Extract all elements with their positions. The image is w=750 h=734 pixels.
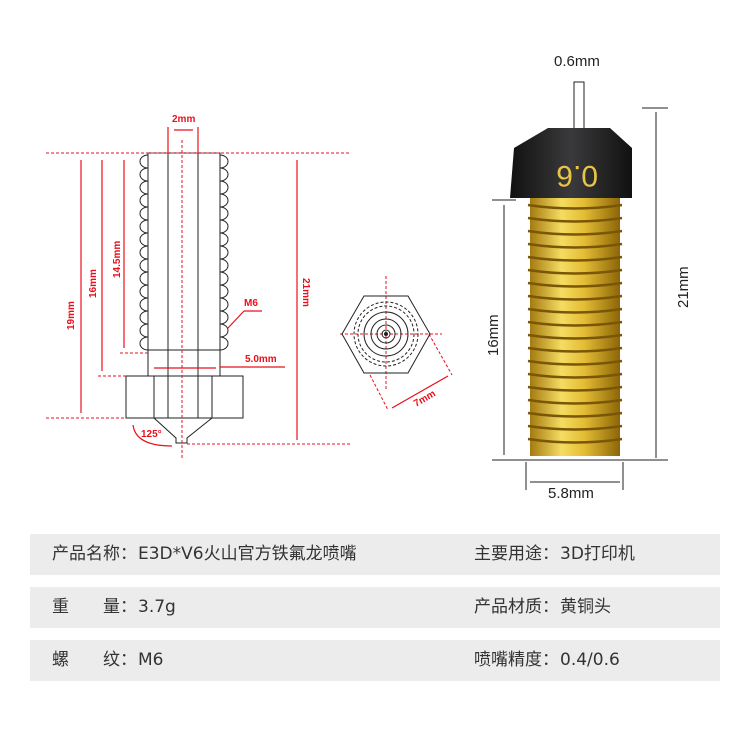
spec-value: 0.4/0.6: [560, 650, 620, 670]
thread-crest: [139, 284, 149, 299]
spec-value: 3.7g: [138, 597, 176, 617]
thread-crest: [219, 336, 229, 351]
spec-row: 重 量： 3.7g 产品材质： 黄铜头: [30, 587, 720, 628]
thread-crest: [219, 180, 229, 195]
dim-thread-width: 5.8mm: [548, 485, 594, 502]
spec-label: 喷嘴精度：: [474, 650, 559, 670]
thread-crest: [139, 232, 149, 247]
thread-crest: [139, 219, 149, 234]
thread-crest: [219, 232, 229, 247]
dim-7mm: 7mm: [412, 388, 438, 409]
spec-value: 3D打印机: [560, 544, 635, 564]
thread-crest: [219, 271, 229, 286]
thread-crest: [219, 310, 229, 325]
dim-2mm: 2mm: [172, 114, 195, 125]
dim-5mm: 5.0mm: [245, 354, 277, 365]
dim-21mm: 21mm: [300, 278, 311, 307]
spec-label: 产品名称：: [52, 544, 137, 564]
thread-crest: [219, 284, 229, 299]
thread-groove: [527, 385, 623, 392]
thread-groove: [527, 255, 623, 262]
dim-14-5mm: 14.5mm: [112, 241, 123, 278]
spec-value: 黄铜头: [560, 597, 611, 617]
thread-crest: [219, 167, 229, 182]
dim-angle: 125°: [141, 429, 162, 440]
spec-label: 产品材质：: [474, 597, 559, 617]
thread-crest: [139, 245, 149, 260]
thread-crest: [139, 258, 149, 273]
nozzle-marking: 0.6: [556, 159, 598, 192]
thread-groove: [527, 216, 623, 223]
spec-row: 产品名称： E3D*V6火山官方铁氟龙喷嘴 主要用途： 3D打印机: [30, 534, 720, 575]
thread-crest: [139, 323, 149, 338]
dim-total-length: 21mm: [675, 266, 692, 308]
spec-label: 主要用途：: [474, 544, 559, 564]
thread-crest: [219, 219, 229, 234]
thread-groove: [527, 346, 623, 353]
thread-groove: [527, 203, 623, 210]
thread-crest: [139, 310, 149, 325]
technical-drawing: 2mm M6 5.0mm 125° 19mm 16mm 14.5mm 21mm …: [46, 53, 692, 502]
thread-crest: [139, 206, 149, 221]
dim-19mm: 19mm: [66, 301, 77, 330]
thread-groove: [527, 437, 623, 444]
thread-crest: [139, 297, 149, 312]
thread-groove: [527, 242, 623, 249]
thread-crest: [139, 336, 149, 351]
thread-crest: [219, 297, 229, 312]
dim-16mm: 16mm: [88, 269, 99, 298]
thread-crest: [219, 154, 229, 169]
thread-crest: [219, 193, 229, 208]
thread-crest: [139, 271, 149, 286]
thread-groove: [527, 398, 623, 405]
side-view: [125, 152, 244, 444]
spec-label: 重 量：: [52, 597, 137, 617]
dim-m6: M6: [244, 298, 258, 309]
thread-crest: [219, 258, 229, 273]
thread-groove: [527, 307, 623, 314]
nozzle-photo: 0.6: [510, 81, 632, 456]
spec-row: 螺 纹： M6 喷嘴精度： 0.4/0.6: [30, 640, 720, 681]
thread-groove: [527, 281, 623, 288]
thread-groove: [527, 424, 623, 431]
thread-groove: [527, 229, 623, 236]
hex-top-view: [341, 295, 431, 374]
thread-crest: [139, 180, 149, 195]
thread-crest: [219, 245, 229, 260]
thread-groove: [527, 320, 623, 327]
thread-crest: [139, 154, 149, 169]
spec-value: M6: [138, 650, 164, 670]
thread-groove: [527, 372, 623, 379]
dim-thread-length: 16mm: [485, 314, 502, 356]
thread-crest: [219, 323, 229, 338]
thread-groove: [527, 359, 623, 366]
spec-label: 螺 纹：: [52, 650, 137, 670]
thread-crest: [219, 206, 229, 221]
thread-groove: [527, 333, 623, 340]
brass-thread-body: [530, 198, 620, 456]
spec-value: E3D*V6火山官方铁氟龙喷嘴: [138, 544, 357, 564]
thread-groove: [527, 268, 623, 275]
thread-groove: [527, 411, 623, 418]
thread-groove: [527, 294, 623, 301]
thread-crest: [139, 193, 149, 208]
thread-crest: [139, 167, 149, 182]
dim-orifice: 0.6mm: [554, 53, 600, 70]
